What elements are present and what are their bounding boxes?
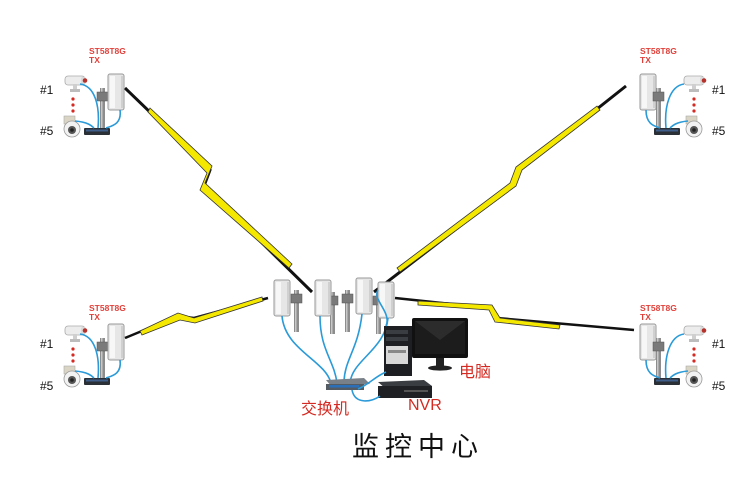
pc-label: 电脑: [459, 362, 492, 381]
monitoring-center: [273, 277, 468, 402]
cam-last-label: #5: [40, 379, 54, 393]
role-label: TX: [640, 312, 651, 322]
cam-last-label: #5: [40, 124, 54, 138]
model-label: ST58T8G: [640, 46, 677, 56]
cam-first-label: #1: [40, 83, 54, 97]
site-bottom-right-model: ST58T8G TX: [640, 304, 677, 322]
dome-camera-icon: [63, 365, 81, 388]
center-antenna-3: [355, 277, 373, 315]
cam-last-label: #5: [712, 124, 726, 138]
bullet-camera-icon: [683, 325, 707, 343]
diagram-title: 监控中心: [352, 432, 484, 463]
dome-camera-icon: [685, 115, 703, 138]
dome-camera-icon: [63, 115, 81, 138]
site-top-left-model: ST58T8G TX: [89, 47, 126, 65]
wireless-link-bottom-left: [124, 296, 269, 340]
model-label: ST58T8G: [89, 303, 126, 313]
wireless-link-top-right: [373, 84, 627, 294]
remote-site-top-left: [63, 73, 125, 138]
switch-label: 交换机: [301, 399, 350, 418]
role-label: TX: [89, 55, 100, 65]
site-top-right-model: ST58T8G TX: [640, 47, 677, 65]
center-antenna-2: [314, 279, 332, 317]
role-label: TX: [89, 312, 100, 322]
role-label: TX: [640, 55, 651, 65]
wireless-link-bottom-right: [394, 296, 635, 332]
model-label: ST58T8G: [640, 303, 677, 313]
center-antenna-1: [273, 279, 291, 317]
cam-first-label: #1: [40, 337, 54, 351]
center-switch-icon: [326, 378, 370, 390]
cam-last-label: #5: [712, 379, 726, 393]
remote-site-top-right: [639, 73, 707, 138]
model-label: ST58T8G: [89, 46, 126, 56]
cam-first-label: #1: [712, 83, 726, 97]
wireless-link-top-left: [123, 86, 314, 294]
dome-camera-icon: [685, 365, 703, 388]
nvr-device-icon: [378, 380, 432, 398]
nvr-label: NVR: [408, 397, 442, 414]
bullet-camera-icon: [64, 75, 88, 93]
pc-tower-icon: [384, 326, 412, 376]
remote-site-bottom-left: [63, 323, 125, 388]
remote-site-bottom-right: [639, 323, 707, 388]
monitor-icon: [412, 318, 468, 371]
cam-first-label: #1: [712, 337, 726, 351]
bullet-camera-icon: [64, 325, 88, 343]
bullet-camera-icon: [683, 75, 707, 93]
site-bottom-left-model: ST58T8G TX: [89, 304, 126, 322]
